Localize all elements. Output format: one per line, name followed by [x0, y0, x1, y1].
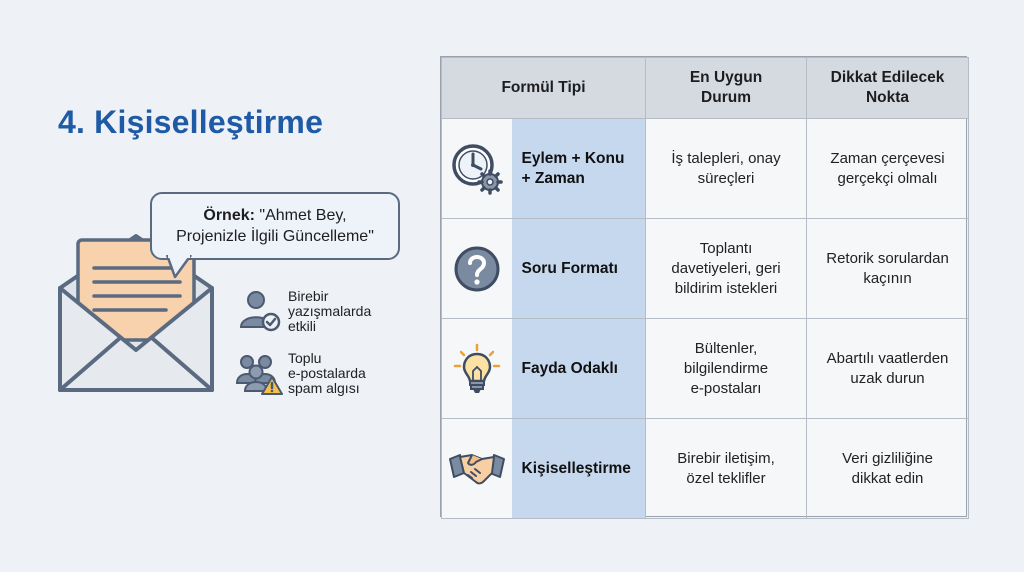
- row-icon-cell: [441, 218, 512, 319]
- row-type: Fayda Odaklı: [511, 318, 647, 419]
- group-warning-icon: [235, 349, 284, 397]
- side-item-line: etkili: [288, 318, 317, 334]
- bubble-tail: [165, 255, 193, 279]
- user-check-icon: [236, 287, 284, 335]
- row-usage: Birebir iletişim,özel teklifler: [645, 418, 808, 519]
- page-title: 4. Kişiselleştirme: [58, 104, 324, 140]
- header-type: Formül Tipi: [440, 57, 647, 119]
- side-item-bulk: Toplu e-postalarda spam algısı: [235, 349, 366, 397]
- example-line-1: "Ahmet Bey,: [259, 207, 347, 224]
- side-item-line: e-postalarda: [288, 365, 366, 381]
- table-row: Kişiselleştirme Birebir iletişim,özel te…: [441, 418, 970, 519]
- question-icon: [454, 246, 500, 291]
- row-icon-cell: [441, 318, 512, 419]
- row-type: Soru Formatı: [511, 218, 647, 319]
- example-line-2: Projenizle İlgili Güncelleme": [176, 228, 374, 245]
- row-type: Eylem + Konu+ Zaman: [511, 118, 647, 219]
- example-bubble: Örnek: "Ahmet Bey, Projenizle İlgili Gün…: [150, 192, 400, 260]
- example-label: Örnek:: [203, 207, 255, 224]
- side-item-personal: Birebir yazışmalarda etkili: [236, 287, 371, 335]
- side-item-line: spam algısı: [288, 380, 360, 396]
- handshake-icon: [448, 453, 505, 484]
- row-type: Kişiselleştirme: [511, 418, 647, 519]
- row-icon-cell: [441, 418, 512, 519]
- row-icon-cell: [441, 118, 512, 219]
- side-item-line: yazışmalarda: [288, 303, 372, 319]
- clock-gear-icon: [452, 143, 503, 195]
- lightbulb-icon: [453, 343, 500, 393]
- side-item-line: Birebir: [288, 288, 329, 304]
- side-item-line: Toplu: [288, 350, 322, 366]
